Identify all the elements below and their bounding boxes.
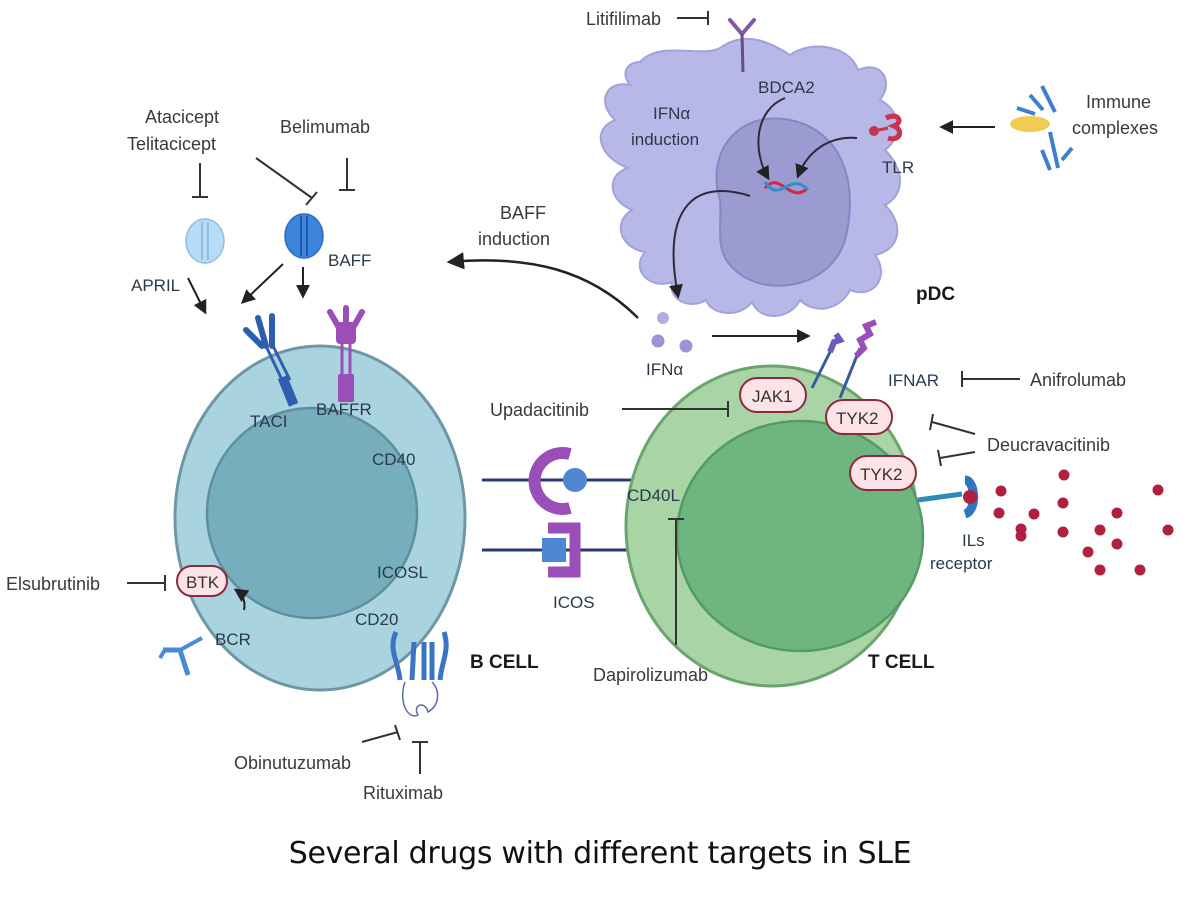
ifna-molecules-icon [651, 312, 693, 353]
inhibit-dapirolizumab-cd40l [668, 518, 684, 645]
arrow-baff-induction [446, 252, 639, 319]
cd20-receptor-icon [390, 630, 449, 717]
taci-receptor-icon [243, 313, 299, 407]
label-bdca2: BDCA2 [758, 78, 815, 97]
label-april: APRIL [131, 276, 180, 295]
label-btk: BTK [186, 573, 220, 592]
pdc-cell [599, 37, 901, 317]
baffr-receptor-icon [327, 305, 365, 402]
label-cd40: CD40 [372, 450, 415, 469]
label-baff-induction-2: induction [478, 229, 550, 249]
label-ifna-induction-2: induction [631, 130, 699, 149]
pdc-nucleus [715, 117, 851, 287]
label-ifnar: IFNAR [888, 371, 939, 390]
label-immune-complexes-1: Immune [1086, 92, 1151, 112]
inhibit-deucravacitinib-tyk2-b [937, 449, 976, 467]
april-ligand-icon [185, 218, 225, 264]
label-ils-receptor-2: receptor [930, 554, 993, 573]
tyk2-kinase-a: TYK2 [825, 399, 893, 435]
jak1-kinase: JAK1 [739, 377, 807, 413]
label-tlr: TLR [882, 158, 914, 177]
label-pdc: pDC [916, 284, 955, 305]
bcr-antibody-icon [158, 636, 203, 676]
immune-complex-icon [1010, 85, 1074, 171]
inhibit-elsubrutinib-btk [127, 575, 166, 591]
drug-rituximab: Rituximab [363, 783, 443, 803]
interleukin-molecules-icon [993, 469, 1174, 576]
bdca2-receptor-icon [728, 18, 756, 73]
tlr-receptor-icon [869, 113, 903, 142]
cd40-cd40l-interaction [482, 447, 660, 515]
inhibit-atacicept-baff [255, 157, 318, 206]
label-bcr: BCR [215, 630, 251, 649]
inhibit-deucravacitinib-tyk2-a [929, 413, 976, 435]
arrow-bcr-to-btk [233, 588, 250, 611]
label-baff-induction-1: BAFF [500, 203, 546, 223]
label-tyk2-b: TYK2 [860, 465, 903, 484]
baff-ligand-icon [284, 213, 324, 259]
label-b-cell: B CELL [470, 652, 539, 673]
drug-anifrolumab: Anifrolumab [1030, 370, 1126, 390]
figure-caption: Several drugs with different targets in … [288, 836, 912, 871]
inhibit-litifilimab [677, 11, 709, 25]
drug-elsubrutinib: Elsubrutinib [6, 574, 100, 594]
btk-kinase: BTK [176, 565, 228, 597]
inhibit-anifrolumab-ifnar [961, 371, 1020, 387]
label-taci: TACI [250, 412, 287, 431]
drug-obinutuzumab: Obinutuzumab [234, 753, 351, 773]
label-ifna: IFNα [646, 360, 683, 379]
inhibit-obinutuzumab-cd20 [361, 724, 401, 743]
label-ifna-induction-1: IFNα [653, 104, 690, 123]
drug-litifilimab: Litifilimab [586, 9, 661, 29]
label-ils-receptor-1: ILs [962, 531, 985, 550]
drug-atacicept: Atacicept [145, 107, 219, 127]
label-cd40l: CD40L [627, 486, 680, 505]
inhibit-upadacitinib-jak1 [622, 401, 729, 417]
drug-deucravacitinib: Deucravacitinib [987, 435, 1110, 455]
ifnar-receptor-icon [810, 319, 878, 399]
drug-upadacitinib: Upadacitinib [490, 400, 589, 420]
dna-icon [763, 181, 810, 195]
drug-dapirolizumab: Dapirolizumab [593, 665, 708, 685]
arrow-baff-to-taci [240, 263, 284, 304]
b-cell [173, 344, 467, 692]
label-icos: ICOS [553, 593, 595, 612]
inhibit-atacicept-april [192, 163, 208, 198]
label-baff: BAFF [328, 251, 371, 270]
tyk2-kinase-b: TYK2 [849, 455, 917, 491]
inhibit-belimumab-baff [339, 158, 355, 191]
label-jak1: JAK1 [752, 387, 793, 406]
label-tyk2-a: TYK2 [836, 409, 879, 428]
label-cd20: CD20 [355, 610, 398, 629]
arrow-april-to-taci [187, 277, 207, 315]
inhibit-rituximab-cd20 [412, 741, 428, 774]
label-t-cell: T CELL [868, 652, 935, 673]
drug-telitacicept: Telitacicept [127, 134, 216, 154]
label-immune-complexes-2: complexes [1072, 118, 1158, 138]
label-baffr: BAFFR [316, 400, 372, 419]
drug-belimumab: Belimumab [280, 117, 370, 137]
ils-receptor-icon [917, 475, 979, 519]
label-icosl: ICOSL [377, 563, 428, 582]
